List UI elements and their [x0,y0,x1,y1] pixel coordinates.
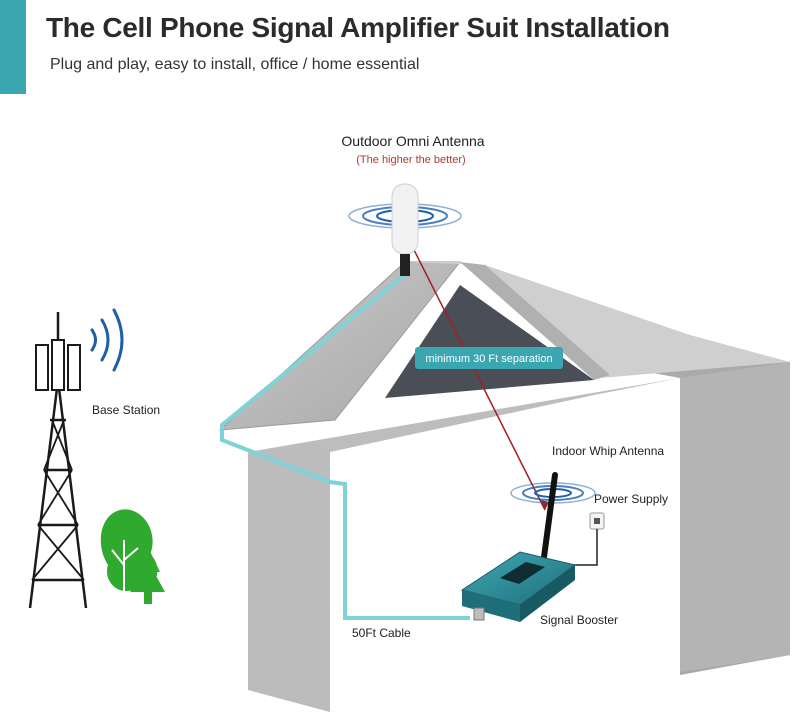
indoor-antenna [510,472,596,575]
power-supply [572,512,605,566]
trees [100,509,165,605]
page-subtitle: Plug and play, easy to install, office /… [50,56,420,73]
base-station-label: Base Station [92,403,160,417]
roof-ridge [460,262,610,380]
accent-bar [0,0,26,94]
signal-booster-label: Signal Booster [540,613,618,627]
antenna-mast [400,254,410,276]
house-right-wall [680,362,790,672]
base-station-waves [90,308,124,372]
whip-antenna [539,472,558,575]
separation-badge [415,347,563,369]
page-title: The Cell Phone Signal Amplifier Suit Ins… [46,12,670,43]
booster-connector [473,607,485,621]
signal-booster [460,551,577,622]
separation-line [407,237,546,511]
outdoor-antenna [348,183,462,276]
base-station-tower [28,312,88,609]
antenna-radome [391,183,419,255]
outdoor-antenna-label: Outdoor Omni Antenna [341,133,484,149]
house-left-wall [248,452,330,712]
house-interior [330,378,680,712]
separation-label: minimum 30 Ft separation [425,353,552,365]
indoor-antenna-label: Indoor Whip Antenna [552,444,664,458]
roof-gable [385,285,594,398]
power-supply-label: Power Supply [594,492,668,506]
house [218,261,790,712]
cable-label: 50Ft Cable [352,626,411,640]
outdoor-antenna-note: (The higher the better) [356,154,465,166]
coax-cable [220,273,470,620]
tree-pine [130,545,165,604]
booster-display [500,562,545,584]
